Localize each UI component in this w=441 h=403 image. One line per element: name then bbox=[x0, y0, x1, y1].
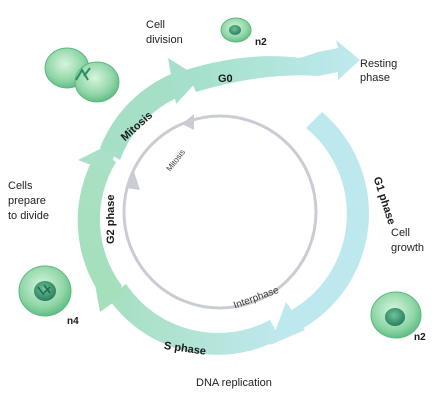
s-phase-label: S phase bbox=[163, 340, 206, 358]
top-cell bbox=[220, 17, 252, 43]
inner-arrowhead-left bbox=[126, 172, 140, 190]
g0-arrowhead bbox=[168, 58, 200, 104]
ploidy-right: n2 bbox=[414, 332, 426, 343]
s-phase-arc bbox=[108, 284, 280, 355]
dna-replication-label: DNA replication bbox=[196, 377, 272, 389]
right-cell-nucleus bbox=[385, 308, 405, 326]
g2-phase-arc bbox=[77, 150, 122, 300]
inner-mitosis-label: Mitosis bbox=[165, 148, 187, 173]
g0-band bbox=[186, 40, 360, 92]
inner-interphase-label: Interphase bbox=[232, 285, 281, 312]
svg-text:Cell: Cell bbox=[391, 227, 410, 239]
svg-text:to divide: to divide bbox=[8, 210, 49, 222]
ploidy-left: n4 bbox=[67, 316, 79, 327]
g1-label: G1 phase bbox=[371, 175, 398, 226]
inner-ring bbox=[122, 114, 318, 310]
mitosis-arc bbox=[100, 72, 186, 160]
inner-arrowhead-top bbox=[182, 114, 194, 130]
cells-prepare-label: Cells prepare to divide bbox=[8, 180, 49, 222]
svg-text:division: division bbox=[146, 34, 183, 46]
cell-growth-label: Cell growth bbox=[391, 227, 424, 254]
svg-text:Resting: Resting bbox=[360, 58, 397, 70]
s-phase-arrowhead bbox=[270, 302, 305, 345]
svg-text:Cell: Cell bbox=[146, 19, 165, 31]
top-cell-nucleus bbox=[229, 25, 241, 35]
svg-text:prepare: prepare bbox=[8, 195, 46, 207]
svg-text:growth: growth bbox=[391, 242, 424, 254]
right-cell bbox=[370, 291, 422, 339]
svg-text:phase: phase bbox=[360, 72, 390, 84]
inner-cycle: Interphase Mitosis bbox=[122, 114, 318, 312]
g1-phase-arc bbox=[288, 112, 369, 330]
ploidy-top: n2 bbox=[255, 37, 267, 48]
left-cell bbox=[18, 265, 72, 317]
dividing-cell bbox=[44, 47, 120, 103]
resting-phase-label: Resting phase bbox=[360, 58, 397, 84]
svg-text:Cells: Cells bbox=[8, 180, 33, 192]
g2-phase-label: G2 phase bbox=[105, 194, 117, 244]
outer-cycle bbox=[77, 40, 369, 355]
g0-label: G0 bbox=[218, 73, 233, 85]
cell-division-label: Cell division bbox=[146, 19, 183, 46]
